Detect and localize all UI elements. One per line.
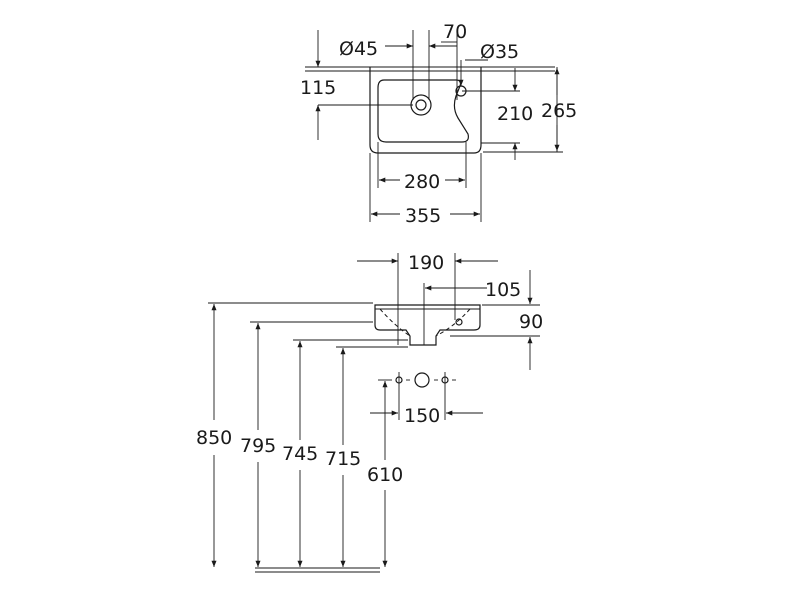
dim-height-610: 610 [367,464,403,486]
height-dimensions: 850 795 745 715 610 [196,302,408,573]
dim-depth-115: 115 [300,77,336,99]
dim-bowl-depth-210: 210 [497,103,533,125]
dim-overall-width-355: 355 [405,205,441,227]
top-view: Ø45 70 Ø35 115 210 265 280 [300,21,577,227]
tap-hole-inner [415,99,427,111]
dim-overall-depth-265: 265 [541,100,577,122]
basin-outer [369,67,482,154]
tap-hole-outer [410,94,432,116]
dim-tap-diameter: Ø45 [339,38,378,60]
dim-height-850: 850 [196,427,232,449]
dim-height-795: 795 [240,435,276,457]
hole-center [414,372,430,388]
dim-height-745: 745 [282,443,318,465]
dim-width-190: 190 [408,252,444,274]
dim-bowl-width-280: 280 [404,171,440,193]
dim-height-715: 715 [325,448,361,470]
dim-offset-105: 105 [485,279,521,301]
dim-spacing-150: 150 [404,405,440,427]
basin-bowl [377,79,469,143]
dim-offset-70: 70 [443,21,467,43]
side-view: 190 105 90 150 [357,252,543,427]
basin-profile [374,304,481,346]
dim-height-90: 90 [519,311,543,333]
dim-overflow-diameter: Ø35 [480,41,519,63]
